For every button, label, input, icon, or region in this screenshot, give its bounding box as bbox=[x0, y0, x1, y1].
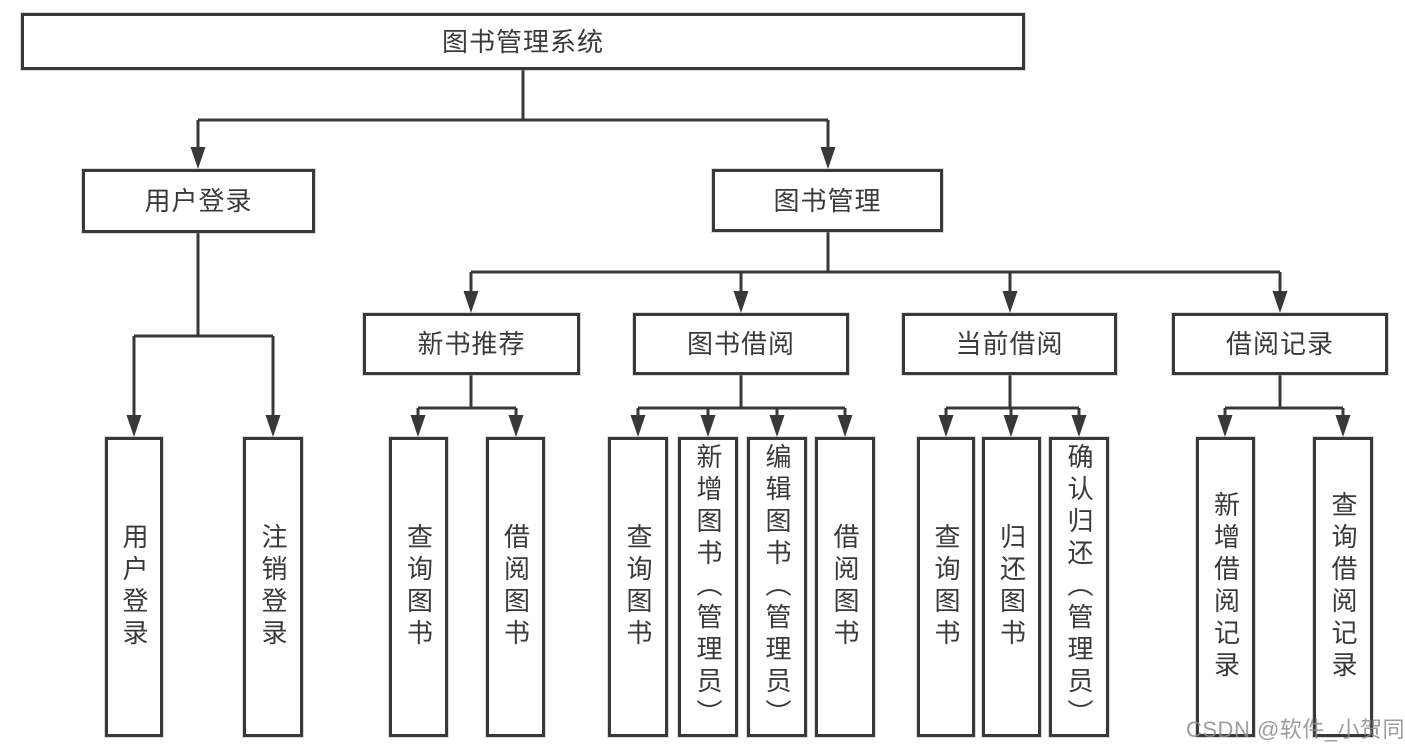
node-borrowing-records: 借阅记录 bbox=[1172, 313, 1388, 375]
leaf-label: 查询图书 bbox=[403, 523, 434, 651]
leaf-label: 用户登录 bbox=[119, 523, 149, 651]
leaf-label: 查询图书 bbox=[623, 523, 653, 651]
leaf-query-books-3: 查询图书 bbox=[917, 437, 975, 737]
arrowhead bbox=[265, 415, 281, 437]
leaf-label: 新增借阅记录 bbox=[1210, 491, 1241, 683]
arrowhead bbox=[508, 415, 524, 437]
leaf-borrow-books-1: 借阅图书 bbox=[486, 437, 545, 737]
leaf-query-borrow-record: 查询借阅记录 bbox=[1313, 437, 1373, 737]
node-label: 图书借阅 bbox=[686, 329, 795, 359]
csdn-watermark: CSDN @软件_小贺同学 bbox=[1186, 717, 1405, 742]
tree-edges bbox=[132, 70, 1345, 420]
leaf-query-books-1: 查询图书 bbox=[389, 437, 448, 737]
arrowhead bbox=[126, 415, 142, 437]
arrowhead bbox=[1217, 415, 1233, 437]
leaf-add-books-admin: 新增图书（管理员） bbox=[678, 437, 738, 737]
node-book-borrowing: 图书借阅 bbox=[633, 313, 849, 375]
leaf-label: 借阅图书 bbox=[500, 523, 531, 651]
leaf-label: 确认归还（管理员） bbox=[1064, 443, 1094, 731]
node-label: 用户登录 bbox=[144, 186, 253, 216]
arrowhead bbox=[410, 415, 426, 437]
arrowhead bbox=[769, 415, 785, 437]
arrowhead bbox=[700, 415, 716, 437]
node-label: 图书管理 bbox=[773, 185, 882, 216]
leaf-label: 借阅图书 bbox=[830, 523, 860, 651]
leaf-label: 新增图书（管理员） bbox=[693, 443, 723, 731]
leaf-return-books: 归还图书 bbox=[982, 437, 1041, 737]
leaf-label: 归还图书 bbox=[996, 523, 1027, 651]
leaf-borrow-books-2: 借阅图书 bbox=[815, 437, 875, 737]
node-new-book-recommend: 新书推荐 bbox=[363, 313, 580, 375]
node-user-login: 用户登录 bbox=[82, 169, 315, 233]
arrowhead bbox=[733, 291, 749, 313]
leaf-user-login: 用户登录 bbox=[105, 437, 163, 737]
arrowhead bbox=[463, 291, 479, 313]
node-book-management: 图书管理 bbox=[712, 169, 943, 232]
leaf-add-borrow-record: 新增借阅记录 bbox=[1196, 437, 1255, 737]
node-label: 借阅记录 bbox=[1225, 329, 1334, 359]
node-label: 新书推荐 bbox=[417, 329, 526, 359]
arrowhead bbox=[938, 415, 954, 437]
arrowhead bbox=[820, 147, 836, 169]
arrowhead bbox=[1003, 415, 1019, 437]
leaf-query-books-2: 查询图书 bbox=[608, 437, 668, 737]
leaf-logout: 注销登录 bbox=[243, 437, 303, 737]
leaf-label: 编辑图书（管理员） bbox=[762, 443, 792, 731]
arrowhead bbox=[630, 415, 646, 437]
leaf-label: 注销登录 bbox=[258, 523, 288, 651]
node-current-borrowing: 当前借阅 bbox=[902, 313, 1117, 375]
arrowhead bbox=[190, 147, 206, 169]
arrowhead bbox=[1071, 415, 1087, 437]
leaf-confirm-return-admin: 确认归还（管理员） bbox=[1049, 437, 1109, 737]
leaf-edit-books-admin: 编辑图书（管理员） bbox=[747, 437, 807, 737]
node-root-label: 图书管理系统 bbox=[441, 26, 604, 57]
arrowhead bbox=[1272, 291, 1288, 313]
arrowheads bbox=[126, 147, 1351, 437]
arrowhead bbox=[1002, 291, 1018, 313]
leaf-label: 查询借阅记录 bbox=[1328, 491, 1358, 683]
leaf-label: 查询图书 bbox=[931, 523, 961, 651]
arrowhead bbox=[1335, 415, 1351, 437]
arrowhead bbox=[837, 415, 853, 437]
node-root: 图书管理系统 bbox=[21, 13, 1025, 70]
node-label: 当前借阅 bbox=[955, 329, 1064, 359]
